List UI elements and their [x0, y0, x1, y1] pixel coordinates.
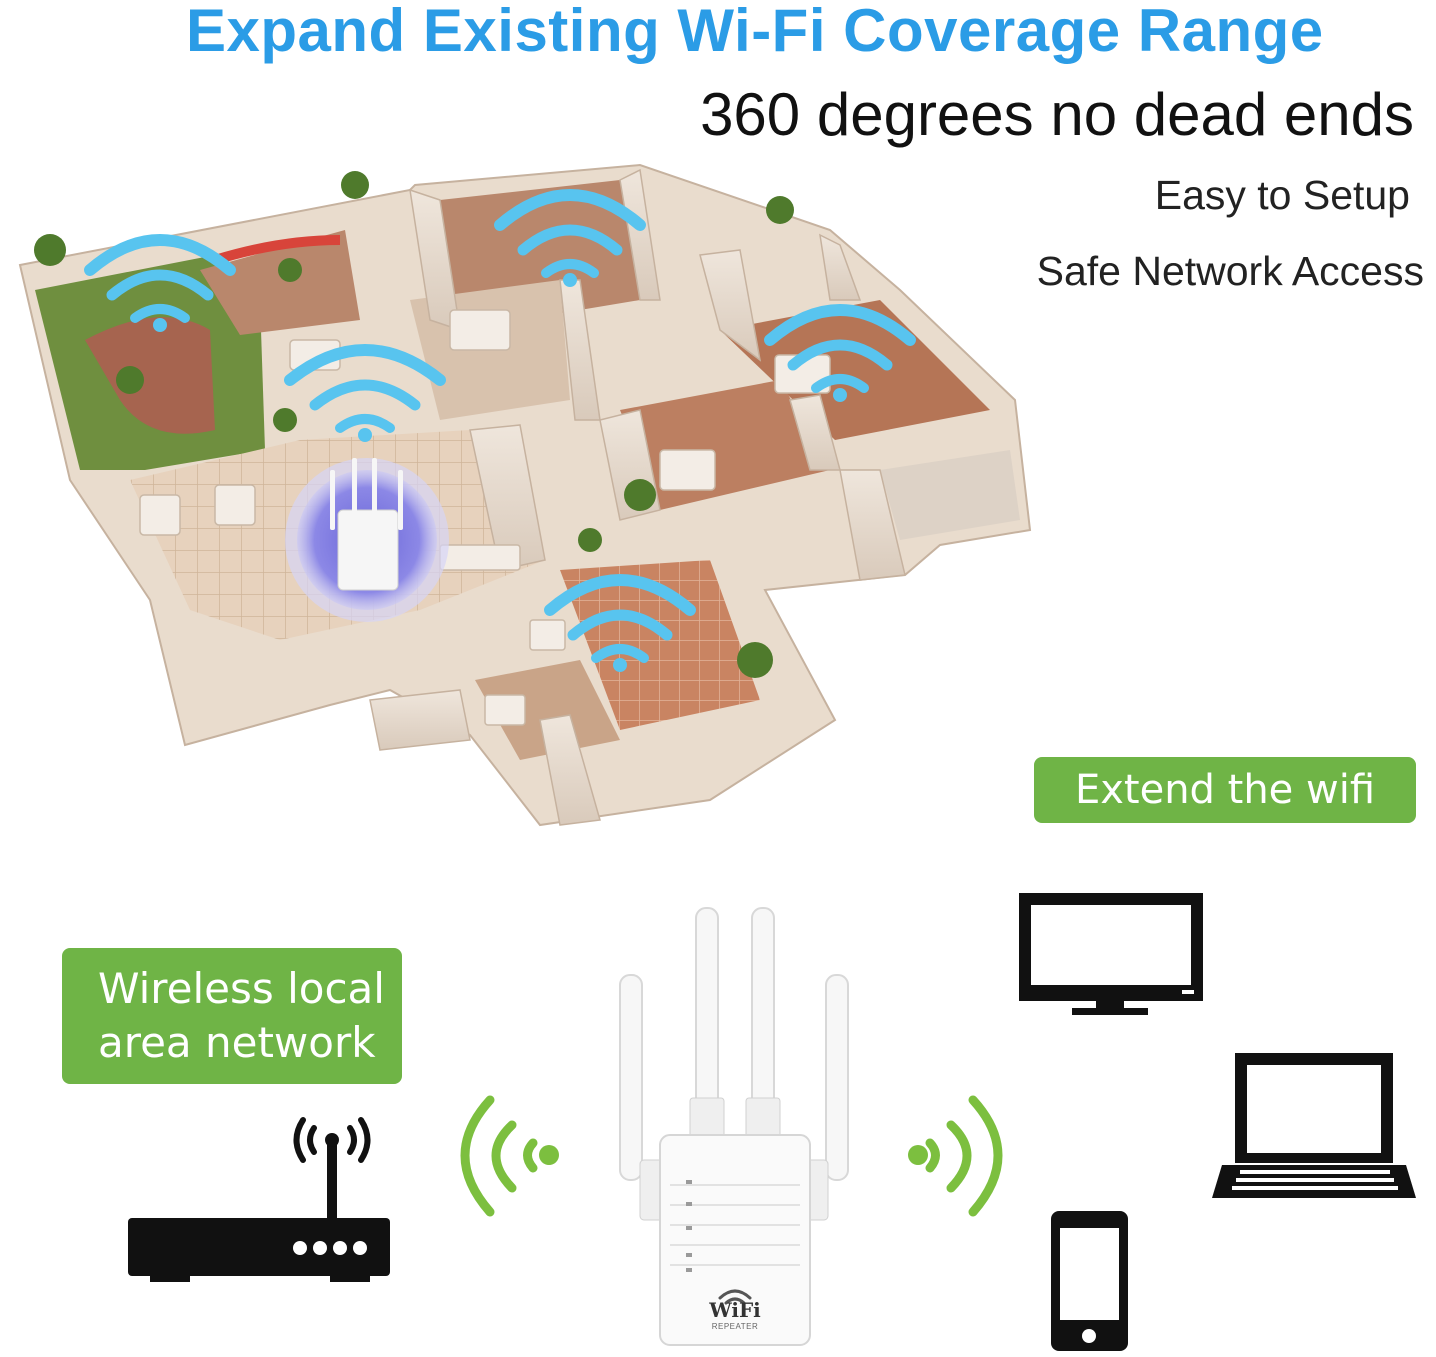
laptop-icon	[1212, 1053, 1416, 1198]
signal-waves-left	[460, 1095, 538, 1217]
wifi-signal-icon	[544, 574, 696, 663]
smartphone-icon	[1051, 1211, 1128, 1351]
signal-waves-right	[925, 1095, 1003, 1217]
monitor-icon	[1019, 893, 1203, 1015]
repeater-glow	[285, 458, 449, 622]
wlan-badge: Wireless local area network	[62, 948, 402, 1084]
wifi-signal-icon	[764, 304, 916, 393]
headline: Expand Existing Wi-Fi Coverage Range	[186, 0, 1324, 64]
repeater-brand-label: WiFi	[709, 1298, 761, 1322]
router-icon	[128, 1117, 390, 1282]
wifi-signal-icon	[84, 234, 236, 323]
feature-easy-setup: Easy to Setup	[1154, 172, 1410, 218]
wifi-signal-icon	[284, 344, 446, 433]
repeater-model-label: REPEATER	[711, 1322, 759, 1331]
extend-wifi-badge: Extend the wifi	[1034, 757, 1416, 823]
wlan-badge-line1: Wireless local	[98, 964, 385, 1013]
feature-safe-access: Safe Network Access	[1036, 248, 1424, 294]
repeater-device	[619, 907, 849, 1346]
subheadline: 360 degrees no dead ends	[700, 81, 1414, 148]
wlan-badge-line2: area network	[98, 1018, 376, 1067]
house-floorplan-illustration	[18, 163, 1032, 827]
wifi-signal-icon	[494, 189, 646, 278]
